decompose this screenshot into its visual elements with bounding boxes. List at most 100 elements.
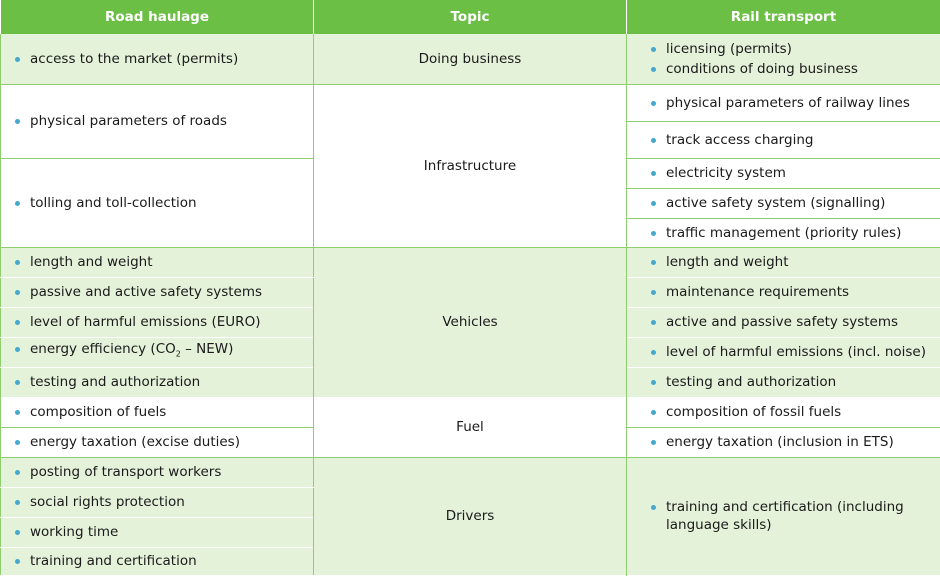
- bullet-icon: [651, 320, 656, 325]
- list-item: track access charging: [666, 131, 813, 149]
- road-cell: social rights protection: [1, 487, 314, 517]
- road-cell: composition of fuels: [1, 397, 314, 427]
- rail-cell: licensing (permits) conditions of doing …: [627, 34, 940, 84]
- list-item: access to the market (permits): [30, 50, 238, 68]
- list-item: passive and active safety systems: [30, 283, 262, 301]
- road-cell: access to the market (permits): [1, 34, 314, 84]
- bullet-icon: [651, 101, 656, 106]
- bullet-icon: [15, 260, 20, 265]
- bullet-icon: [651, 47, 656, 52]
- bullet-icon: [651, 201, 656, 206]
- rail-cell: level of harmful emissions (incl. noise): [627, 337, 940, 367]
- list-item: maintenance requirements: [666, 283, 849, 301]
- road-cell: tolling and toll-collection: [1, 158, 314, 247]
- list-item: energy efficiency (CO2 – NEW): [30, 340, 233, 364]
- list-item: testing and authorization: [666, 373, 836, 391]
- table-row: posting of transport workers Drivers tra…: [1, 457, 940, 487]
- bullet-icon: [15, 290, 20, 295]
- bullet-icon: [15, 470, 20, 475]
- header-row: Road haulage Topic Rail transport: [1, 0, 940, 34]
- bullet-icon: [15, 201, 20, 206]
- list-item: working time: [30, 523, 118, 541]
- list-item: traffic management (priority rules): [666, 224, 901, 242]
- list-item: energy taxation (inclusion in ETS): [666, 433, 894, 451]
- bullet-icon: [651, 260, 656, 265]
- road-cell: length and weight: [1, 247, 314, 277]
- rail-cell: physical parameters of railway lines: [627, 84, 940, 121]
- list-item: physical parameters of roads: [30, 112, 227, 130]
- bullet-icon: [651, 171, 656, 176]
- road-cell: posting of transport workers: [1, 457, 314, 487]
- list-item: length and weight: [666, 253, 789, 271]
- bullet-icon: [15, 347, 20, 352]
- rail-cell: composition of fossil fuels: [627, 397, 940, 427]
- bullet-icon: [15, 380, 20, 385]
- list-item: licensing (permits): [666, 40, 792, 58]
- list-item: social rights protection: [30, 493, 185, 511]
- list-item: physical parameters of railway lines: [666, 94, 910, 112]
- bullet-icon: [15, 57, 20, 62]
- rail-cell: active and passive safety systems: [627, 307, 940, 337]
- topic-cell: Infrastructure: [314, 84, 627, 247]
- bullet-icon: [15, 410, 20, 415]
- list-item: level of harmful emissions (incl. noise): [666, 343, 926, 361]
- rail-cell: electricity system: [627, 158, 940, 188]
- bullet-icon: [651, 440, 656, 445]
- table-row: access to the market (permits) Doing bus…: [1, 34, 940, 84]
- bullet-icon: [15, 530, 20, 535]
- bullet-icon: [15, 500, 20, 505]
- topic-cell: Doing business: [314, 34, 627, 84]
- comparison-table-container: Road haulage Topic Rail transport access…: [0, 0, 940, 563]
- list-item: length and weight: [30, 253, 153, 271]
- list-item: training and certification (including la…: [666, 498, 911, 534]
- header-topic: Topic: [314, 0, 627, 34]
- bullet-icon: [15, 559, 20, 564]
- road-cell: physical parameters of roads: [1, 84, 314, 158]
- bullet-icon: [651, 350, 656, 355]
- topic-cell: Vehicles: [314, 247, 627, 397]
- rail-cell: track access charging: [627, 121, 940, 158]
- topic-cell: Fuel: [314, 397, 627, 457]
- list-item: testing and authorization: [30, 373, 200, 391]
- road-cell: training and certification: [1, 547, 314, 575]
- bullet-icon: [651, 231, 656, 236]
- road-cell: energy taxation (excise duties): [1, 427, 314, 457]
- rail-cell: traffic management (priority rules): [627, 218, 940, 247]
- list-item: active and passive safety systems: [666, 313, 898, 331]
- rail-cell: length and weight: [627, 247, 940, 277]
- road-cell: working time: [1, 517, 314, 547]
- bullet-icon: [15, 320, 20, 325]
- rail-cell: energy taxation (inclusion in ETS): [627, 427, 940, 457]
- list-item: level of harmful emissions (EURO): [30, 313, 260, 331]
- rail-cell: training and certification (including la…: [627, 457, 940, 575]
- list-item: electricity system: [666, 164, 786, 182]
- table-row: composition of fuels Fuel composition of…: [1, 397, 940, 427]
- list-item: composition of fuels: [30, 403, 166, 421]
- bullet-icon: [651, 380, 656, 385]
- header-rail-transport: Rail transport: [627, 0, 940, 34]
- road-cell: energy efficiency (CO2 – NEW): [1, 337, 314, 367]
- list-item: training and certification: [30, 552, 197, 570]
- road-cell: testing and authorization: [1, 367, 314, 397]
- topic-cell: Drivers: [314, 457, 627, 575]
- bullet-icon: [651, 505, 656, 510]
- bullet-icon: [651, 290, 656, 295]
- bullet-icon: [651, 67, 656, 72]
- list-item: tolling and toll-collection: [30, 194, 197, 212]
- road-cell: level of harmful emissions (EURO): [1, 307, 314, 337]
- table-row: length and weight Vehicles length and we…: [1, 247, 940, 277]
- list-item: conditions of doing business: [666, 60, 858, 78]
- table-row: physical parameters of roads Infrastruct…: [1, 84, 940, 121]
- road-cell: passive and active safety systems: [1, 277, 314, 307]
- rail-cell: maintenance requirements: [627, 277, 940, 307]
- rail-cell: active safety system (signalling): [627, 188, 940, 218]
- bullet-icon: [651, 138, 656, 143]
- rail-cell: testing and authorization: [627, 367, 940, 397]
- bullet-icon: [15, 440, 20, 445]
- bullet-icon: [651, 410, 656, 415]
- bullet-icon: [15, 119, 20, 124]
- header-road-haulage: Road haulage: [1, 0, 314, 34]
- list-item: active safety system (signalling): [666, 194, 885, 212]
- list-item: energy taxation (excise duties): [30, 433, 240, 451]
